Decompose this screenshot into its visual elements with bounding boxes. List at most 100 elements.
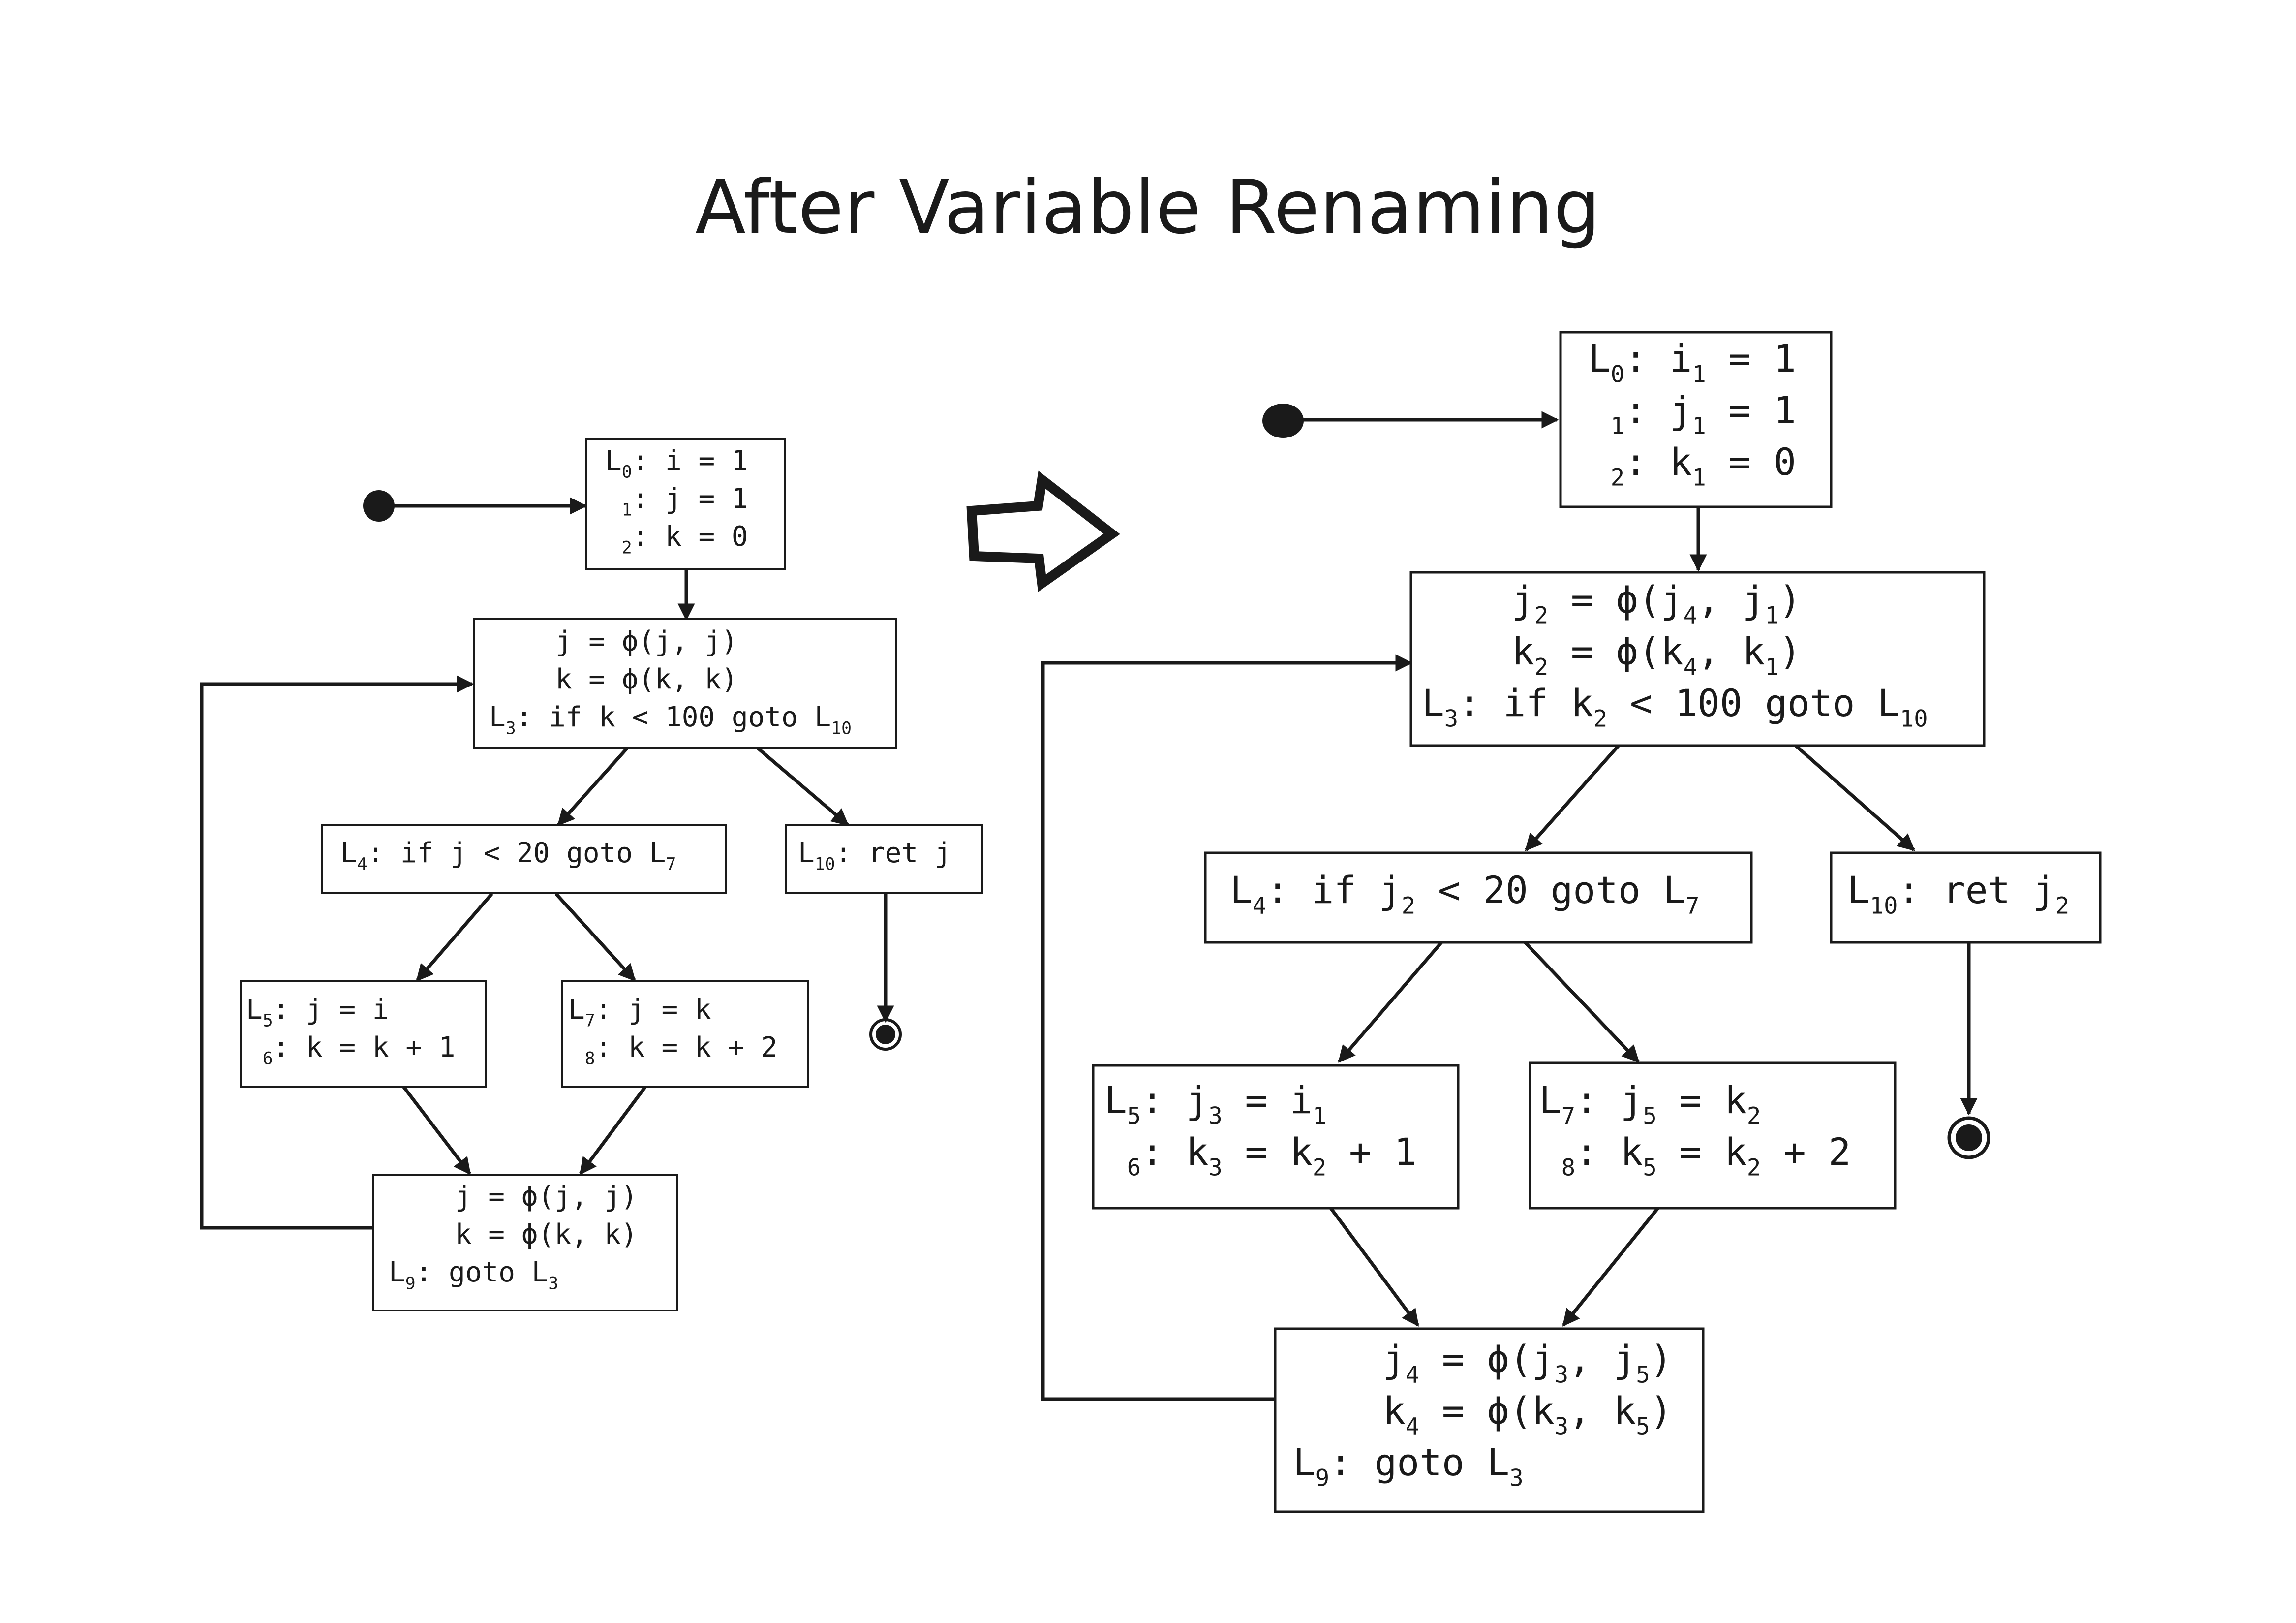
subscript: 10 bbox=[815, 855, 835, 874]
after-code-b1-line-0: j2 = ϕ(j4, j1) bbox=[1422, 578, 1802, 629]
before-code-b7-line-1: 8: k = k + 2 bbox=[568, 1031, 778, 1069]
before-graph: L0: i = 1 1: j = 1 2: k = 0 j = ϕ(j, j) … bbox=[200, 438, 983, 1311]
before-code-b4-line-0: L4: if j < 20 goto L7 bbox=[340, 837, 676, 874]
before-code-b1-line-1: k = ϕ(k, k) bbox=[489, 663, 738, 695]
subscript: 4 bbox=[1684, 654, 1697, 681]
subscript: 4 bbox=[1253, 892, 1266, 919]
before-code-b9-line-1: k = ϕ(k, k) bbox=[389, 1218, 638, 1250]
after-code-b5-line-0: L5: j3 = i1 bbox=[1104, 1078, 1326, 1129]
subscript: 3 bbox=[1555, 1361, 1568, 1388]
subscript: 10 bbox=[831, 719, 852, 739]
after-code-b10-line-0: L10: ret j2 bbox=[1847, 868, 2069, 919]
before-block-b4 bbox=[321, 824, 727, 894]
before-code-b1-line-0: j = ϕ(j, j) bbox=[489, 625, 738, 657]
before-code-b7-line-0: L7: j = k bbox=[568, 994, 711, 1031]
subscript: 3 bbox=[506, 719, 516, 739]
subscript: 4 bbox=[1406, 1361, 1419, 1388]
after-code-b7-line-1: 8: k5 = k2 + 2 bbox=[1539, 1130, 1851, 1181]
after-code-b9-line-2: L9: goto L3 bbox=[1293, 1440, 1524, 1492]
subscript: 7 bbox=[1685, 892, 1699, 919]
before-code-b10-line-0: L10: ret j bbox=[798, 837, 951, 874]
after-code-b9-line-0: j4 = ϕ(j3, j5) bbox=[1293, 1337, 1673, 1388]
subscript: 5 bbox=[1643, 1102, 1656, 1129]
subscript: 1 bbox=[1692, 464, 1706, 491]
before-code-b9-line-2: L9: goto L3 bbox=[389, 1256, 558, 1294]
subscript: 5 bbox=[263, 1011, 273, 1031]
after-block-b0 bbox=[1559, 331, 1833, 508]
after-code-b9: j4 = ϕ(j3, j5) k4 = ϕ(k3, k5)L9: goto L3 bbox=[1293, 1337, 1673, 1492]
after-block-b1 bbox=[1409, 571, 1986, 747]
after-code-b10: L10: ret j2 bbox=[1847, 868, 2069, 919]
before-edge-b4-b7 bbox=[554, 892, 636, 982]
subscript: 1 bbox=[1765, 602, 1778, 629]
after-entry-dot bbox=[1262, 404, 1304, 438]
after-code-b4: L4: if j2 < 20 goto L7 bbox=[1230, 868, 1700, 919]
before-edge-b7-b9 bbox=[579, 1085, 647, 1175]
before-back-edge-b9-b1 bbox=[200, 675, 474, 1230]
before-code-b10: L10: ret j bbox=[798, 837, 951, 874]
after-code-b5: L5: j3 = i1 6: k3 = k2 + 1 bbox=[1104, 1078, 1416, 1181]
after-code-b7: L7: j5 = k2 8: k5 = k2 + 2 bbox=[1539, 1078, 1851, 1181]
before-code-b0-line-0: L0: i = 1 bbox=[605, 445, 748, 482]
before-code-b1-line-2: L3: if k < 100 goto L10 bbox=[489, 701, 852, 739]
after-code-b7-line-0: L7: j5 = k2 bbox=[1539, 1078, 1761, 1129]
before-block-b5 bbox=[240, 980, 487, 1088]
before-edge-b4-b5 bbox=[416, 892, 493, 982]
before-code-b0-line-2: 2: k = 0 bbox=[605, 521, 748, 558]
after-code-b1-line-2: L3: if k2 < 100 goto L10 bbox=[1422, 681, 1928, 732]
after-edge-b1-b10 bbox=[1794, 744, 1915, 851]
after-edge-b4-b7 bbox=[1524, 941, 1640, 1063]
before-exit-node bbox=[869, 1018, 902, 1051]
subscript: 2 bbox=[1313, 1154, 1326, 1181]
subscript: 0 bbox=[1611, 361, 1624, 388]
subscript: 3 bbox=[548, 1274, 558, 1294]
after-block-b10 bbox=[1830, 851, 2102, 944]
after-graph: L0: i1 = 1 1: j1 = 1 2: k1 = 0 j2 = ϕ(j4… bbox=[1041, 331, 2102, 1513]
subscript: 4 bbox=[1684, 602, 1697, 629]
after-back-edge-b9-b1 bbox=[1041, 654, 1413, 1401]
subscript: 2 bbox=[1534, 654, 1548, 681]
after-block-b7 bbox=[1529, 1061, 1897, 1210]
subscript: 2 bbox=[1747, 1102, 1761, 1129]
after-edge-b5-b9 bbox=[1329, 1207, 1419, 1327]
subscript: 5 bbox=[1636, 1413, 1650, 1440]
subscript: 2 bbox=[622, 538, 632, 558]
after-block-b4 bbox=[1204, 851, 1753, 944]
before-code-b0-line-1: 1: j = 1 bbox=[605, 483, 748, 520]
slide-title: After Variable Renaming bbox=[695, 165, 1601, 250]
subscript: 6 bbox=[1127, 1154, 1141, 1181]
subscript: 5 bbox=[1127, 1102, 1141, 1129]
subscript: 7 bbox=[585, 1011, 595, 1031]
subscript: 7 bbox=[1561, 1102, 1575, 1129]
after-code-b5-line-1: 6: k3 = k2 + 1 bbox=[1104, 1130, 1416, 1181]
subscript: 8 bbox=[585, 1049, 595, 1069]
subscript: 10 bbox=[1870, 892, 1898, 919]
subscript: 1 bbox=[1765, 654, 1778, 681]
subscript: 5 bbox=[1643, 1154, 1656, 1181]
before-entry-dot bbox=[363, 490, 395, 522]
subscript: 2 bbox=[1747, 1154, 1761, 1181]
after-exit-node bbox=[1947, 1116, 1990, 1159]
subscript: 1 bbox=[1313, 1102, 1326, 1129]
subscript: 1 bbox=[622, 500, 632, 520]
subscript: 7 bbox=[666, 855, 676, 874]
before-code-b7: L7: j = k 8: k = k + 2 bbox=[568, 994, 778, 1069]
before-code-b9-line-0: j = ϕ(j, j) bbox=[389, 1181, 638, 1213]
subscript: 8 bbox=[1561, 1154, 1575, 1181]
before-edge-b1-b10 bbox=[756, 747, 849, 826]
after-code-b0: L0: i1 = 1 1: j1 = 1 2: k1 = 0 bbox=[1588, 337, 1796, 491]
after-block-b5 bbox=[1092, 1064, 1460, 1210]
after-code-b0-line-0: L0: i1 = 1 bbox=[1588, 337, 1796, 388]
after-edge-b4-b5 bbox=[1338, 941, 1443, 1063]
before-code-b5-line-0: L5: j = i bbox=[246, 994, 389, 1031]
subscript: 9 bbox=[405, 1274, 416, 1294]
subscript: 2 bbox=[1534, 602, 1548, 629]
subscript: 1 bbox=[1692, 361, 1706, 388]
subscript: 2 bbox=[2055, 892, 2069, 919]
before-code-b5-line-1: 6: k = k + 1 bbox=[246, 1031, 456, 1069]
before-block-b9 bbox=[372, 1174, 678, 1311]
subscript: 2 bbox=[1402, 892, 1415, 919]
subscript: 5 bbox=[1636, 1361, 1650, 1388]
after-block-b9 bbox=[1274, 1327, 1705, 1513]
